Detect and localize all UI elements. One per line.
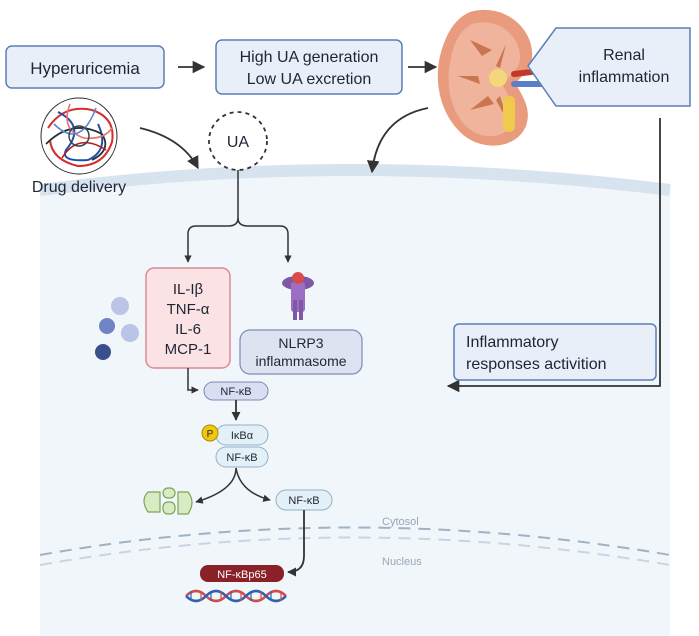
dna-helix-icon [185, 589, 287, 603]
arrow-nfkb-to-nucleus [287, 510, 305, 577]
ua-circle: UA [208, 111, 268, 171]
cell [39, 164, 671, 636]
nfkb-pill-top: NF-κB [203, 381, 269, 401]
drug-delivery-label: Drug delivery [32, 179, 126, 196]
ua-generation-box: High UA generation Low UA excretion [215, 39, 403, 95]
hyperuricemia-label: Hyperuricemia [30, 59, 140, 78]
renal-label: Renal [603, 47, 645, 64]
renal-inflammation-box: Renal inflammation [527, 27, 691, 107]
inflammation-label: inflammation [579, 69, 670, 86]
il1b-label: IL-Iβ [173, 281, 204, 298]
cytosol-label: Cytosol [382, 516, 419, 528]
nfkbp65-bar: NF-κBp65 [200, 565, 284, 582]
cytokine-box: IL-Iβ TNF-α IL-6 MCP-1 [145, 267, 231, 369]
nucleus-label: Nucleus [382, 556, 422, 568]
arrow-feedback-path [446, 118, 661, 393]
tnfa-label: TNF-α [167, 301, 210, 318]
cell-membrane [39, 164, 671, 196]
inflammatory-responses-box: Inflammatory responses activition [453, 323, 657, 381]
nlrp3-box: NLRP3 inflammasome [239, 329, 363, 375]
proteasome-icon [143, 487, 193, 515]
hyperuricemia-box: Hyperuricemia [5, 45, 165, 89]
nlrp3-inflammasome-icon [282, 272, 314, 320]
arrow-to-free-nfkb [235, 467, 271, 502]
ua-label: UA [227, 134, 250, 151]
inflammasome-label: inflammasome [255, 353, 346, 369]
low-ua-excretion-label: Low UA excretion [247, 71, 372, 88]
arrow-cytokines-to-nfkb [187, 368, 199, 394]
phospho-label: P [207, 429, 214, 440]
ikba-nfkb-complex: IκBα P NF-κB [201, 424, 269, 468]
nfkb-complex-label: NF-κB [226, 452, 257, 464]
nanoparticle-icon [40, 97, 118, 175]
nfkb-free-label: NF-κB [288, 495, 319, 507]
nfkb-top-label: NF-κB [220, 386, 251, 398]
arrow-ua-to-nlrp3 [237, 217, 292, 263]
kidney-icon [437, 9, 551, 146]
ikba-label: IκBα [231, 430, 254, 442]
nfkbp65-label: NF-κBp65 [217, 569, 267, 581]
inflammatory-label: Inflammatory [466, 334, 558, 351]
high-ua-generation-label: High UA generation [240, 49, 379, 66]
arrow-drug-to-ua [139, 127, 199, 170]
responses-activition-label: responses activition [466, 356, 607, 373]
mcp1-label: MCP-1 [165, 341, 212, 358]
arrow-kidney-to-cell [366, 107, 429, 174]
arrow-ua-to-cytokines [184, 170, 239, 263]
cytokine-spheres-icon [95, 297, 139, 360]
nlrp3-label: NLRP3 [278, 335, 323, 351]
arrow-to-proteasome [195, 467, 237, 504]
il6-label: IL-6 [175, 321, 201, 338]
nuclear-membrane [39, 526, 671, 556]
nfkb-free: NF-κB [275, 489, 333, 511]
